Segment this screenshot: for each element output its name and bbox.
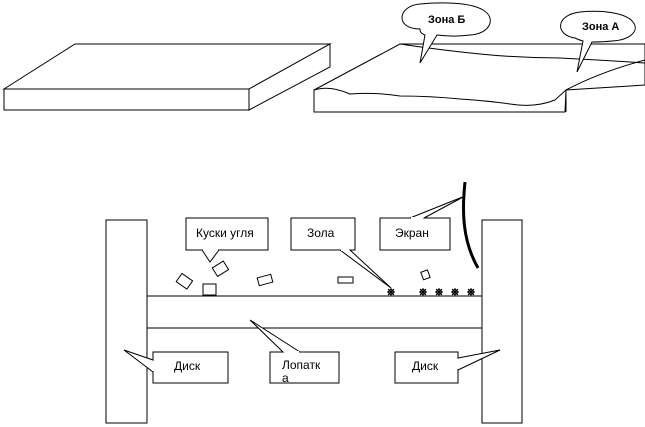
zone-a-callout [560, 10, 636, 73]
disk-right [481, 219, 523, 424]
coal-piece [175, 272, 194, 290]
ash-label: Зола [307, 226, 335, 240]
zone-b-label: Зона Б [428, 14, 465, 26]
coal-piece [211, 260, 230, 278]
coal-callout [185, 217, 269, 263]
clean-plate [2, 43, 332, 111]
disk-right-callout [394, 349, 501, 384]
blade [146, 295, 483, 329]
screen-label: Экран [395, 226, 429, 240]
disk-right-label: Диск [412, 359, 439, 373]
disk-left-label: Диск [174, 359, 201, 373]
eroded-plate [313, 43, 645, 113]
coal-piece [256, 273, 274, 287]
ash-particle-spokes [387, 288, 475, 296]
screen-curve [461, 181, 480, 269]
screen-callout [379, 195, 466, 251]
disk-left-callout [123, 349, 229, 384]
disk-left [105, 219, 148, 424]
blade-callout [249, 319, 340, 384]
ash-particles [388, 289, 474, 295]
coal-piece [420, 269, 431, 281]
coal-piece [202, 283, 217, 296]
zone-b-callout [401, 2, 491, 64]
coal-pieces [175, 260, 431, 296]
blade-label-line1: Лопатк [282, 358, 321, 372]
coal-piece [337, 276, 354, 284]
ash-callout [290, 217, 392, 289]
coal-pieces-label: Куски угля [196, 226, 254, 240]
blade-label-line2: а [282, 371, 289, 385]
zone-a-label: Зона А [582, 21, 619, 33]
